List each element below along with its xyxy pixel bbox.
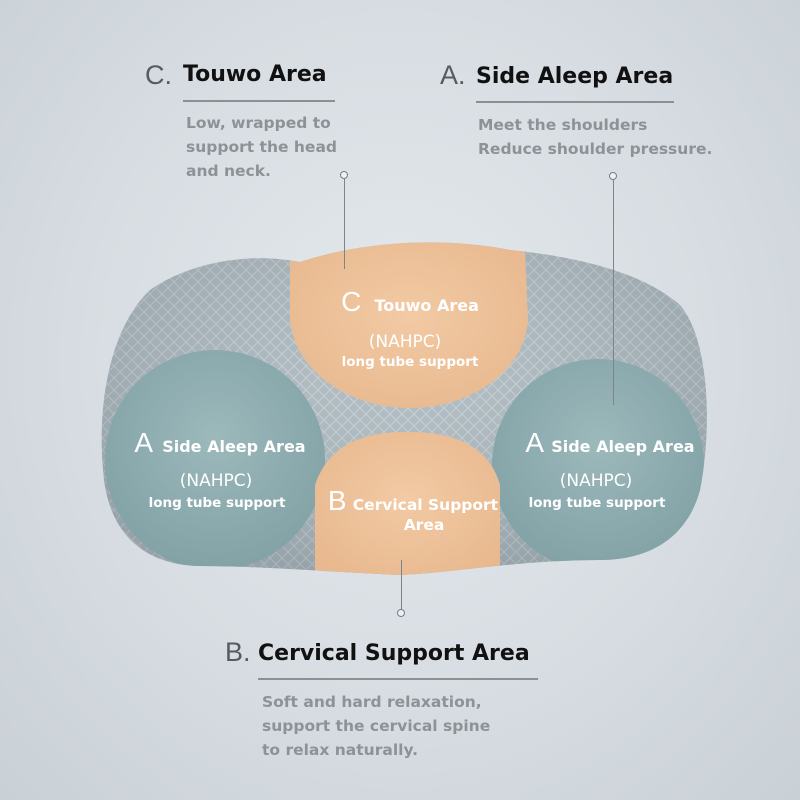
zone-a-right-paren: (NAHPC) bbox=[559, 471, 633, 491]
zone-a-left-sub: long tube support bbox=[148, 495, 286, 511]
zone-c-sub: long tube support bbox=[341, 354, 479, 370]
callout-a-leader bbox=[613, 180, 614, 405]
zone-a-right-sub: long tube support bbox=[528, 495, 666, 511]
zone-c-title: Touwo Area bbox=[374, 296, 479, 315]
zone-a-left-label: A Side Aleep Area (NAHPC) long tube supp… bbox=[115, 425, 325, 511]
zone-a-left-title: Side Aleep Area bbox=[162, 437, 306, 456]
zone-a-right-letter: A bbox=[525, 427, 545, 458]
callout-a-dot bbox=[609, 172, 617, 180]
zone-b-shape bbox=[315, 432, 500, 575]
callout-a-underline bbox=[476, 101, 674, 103]
callout-c-letter: C. bbox=[145, 60, 172, 90]
callout-a-description: Meet the shoulders Reduce shoulder press… bbox=[478, 116, 713, 158]
zone-c-paren: (NAHPC) bbox=[368, 332, 442, 352]
callout-a-letter: A. bbox=[440, 60, 466, 90]
zone-b-title-line2: Area bbox=[403, 516, 445, 534]
zone-c-letter: C bbox=[341, 286, 362, 317]
callout-b-underline bbox=[258, 678, 538, 680]
callout-b-leader bbox=[401, 560, 402, 610]
zone-b-label: B Cervical Support Area bbox=[318, 484, 508, 534]
zone-a-right-shape bbox=[492, 359, 704, 571]
zone-b-title: Cervical Support bbox=[352, 496, 499, 514]
zone-a-right-label: A Side Aleep Area (NAHPC) long tube supp… bbox=[505, 425, 715, 511]
callout-c-description: Low, wrapped to support the head and nec… bbox=[186, 114, 338, 180]
callout-c-dot bbox=[340, 171, 348, 179]
zone-a-right-title: Side Aleep Area bbox=[551, 437, 695, 456]
zone-b-letter: B bbox=[327, 485, 347, 516]
callout-b-title: Cervical Support Area bbox=[258, 641, 530, 666]
callout-b-letter: B. bbox=[225, 637, 251, 667]
zone-c-label: C Touwo Area (NAHPC) long tube support bbox=[300, 284, 520, 370]
zone-a-left-letter: A bbox=[134, 427, 154, 458]
zone-c-shape bbox=[290, 242, 528, 408]
callout-b-description: Soft and hard relaxation, support the ce… bbox=[262, 693, 491, 759]
callout-b-dot bbox=[397, 609, 405, 617]
callout-c-leader bbox=[344, 179, 345, 269]
callout-c-title: Touwo Area bbox=[183, 62, 327, 87]
zone-a-left-shape bbox=[105, 350, 325, 570]
zone-a-left-paren: (NAHPC) bbox=[179, 471, 253, 491]
callout-c-underline bbox=[183, 100, 335, 102]
callout-a-title: Side Aleep Area bbox=[476, 64, 674, 89]
